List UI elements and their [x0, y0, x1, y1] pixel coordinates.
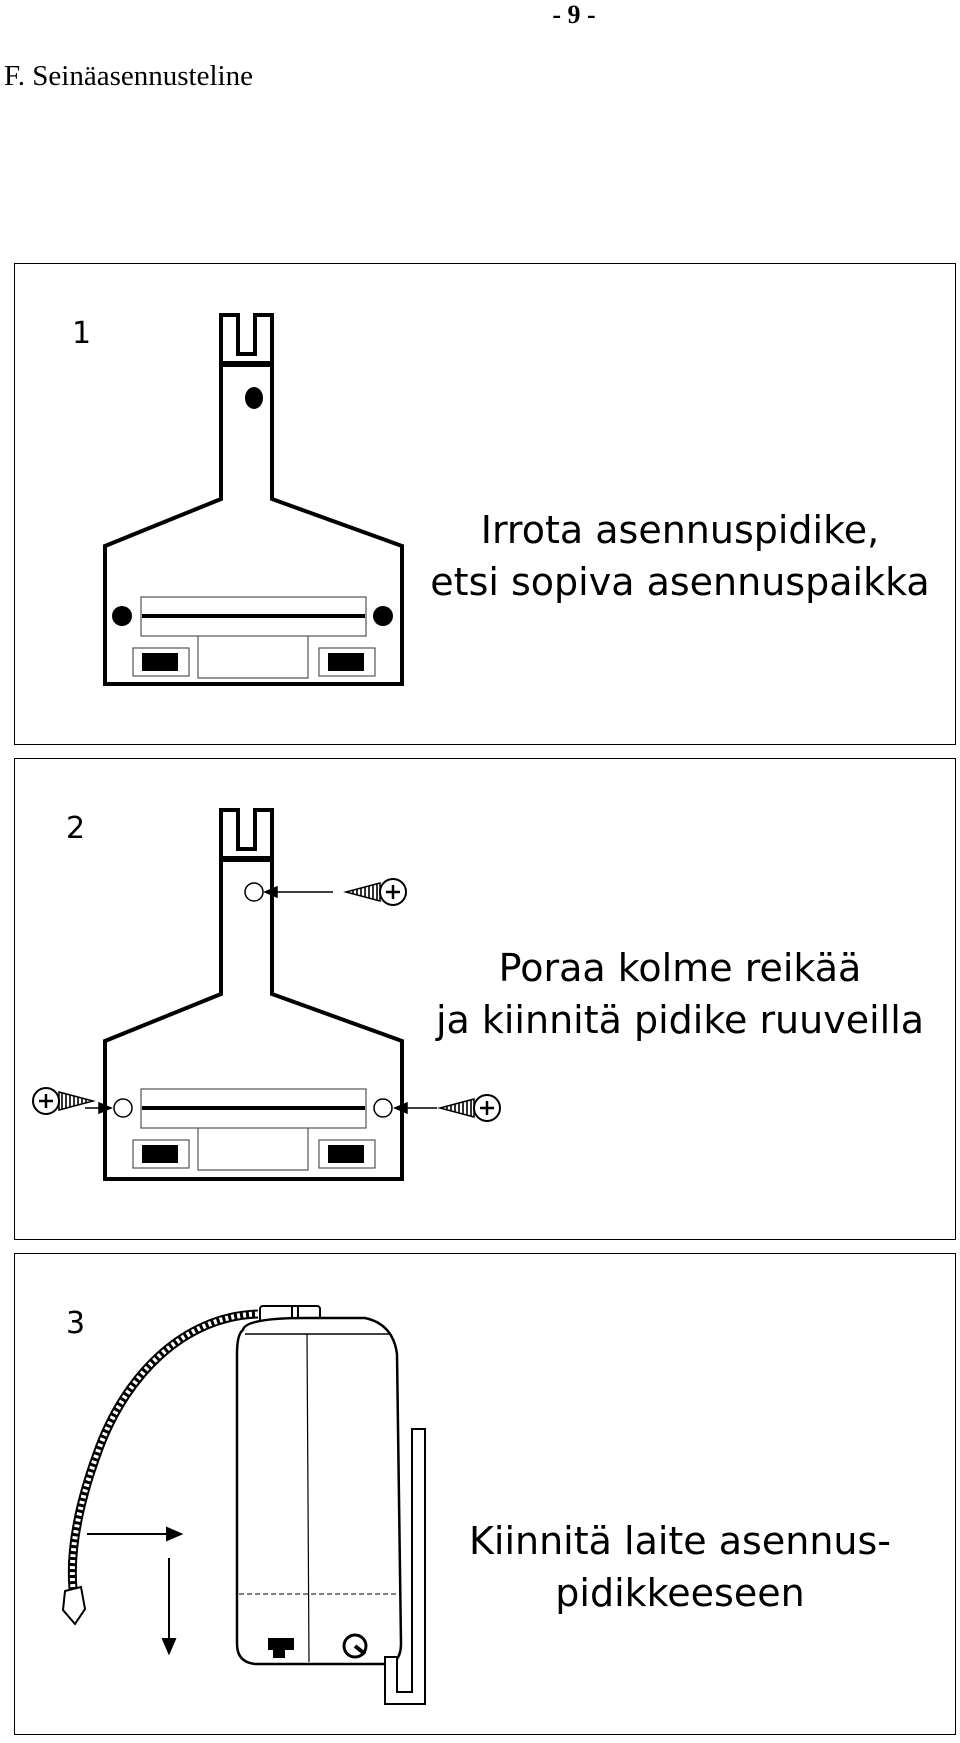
bracket-hole-top	[245, 387, 263, 409]
step-3-caption: Kiinnitä laite asennus- pidikkeeseen	[415, 1515, 945, 1619]
drill-hole-top	[244, 882, 264, 902]
step-2-caption-line-1: Poraa kolme reikää	[498, 946, 862, 990]
drill-hole-right	[373, 1098, 393, 1118]
bracket-clip-right-fill	[328, 653, 364, 671]
bracket-clip-right-fill	[328, 1145, 364, 1163]
page-number: - 9 -	[552, 0, 596, 29]
bracket-clip-right	[318, 647, 376, 677]
bracket-clip-left-fill	[142, 653, 178, 671]
step-3-caption-line-1: Kiinnitä laite asennus-	[468, 1519, 891, 1563]
step-1-number: 1	[72, 316, 92, 351]
step-3-caption-line-2: pidikkeeseen	[555, 1571, 805, 1615]
step-1-caption: Irrota asennuspidike, etsi sopiva asennu…	[415, 504, 945, 608]
bracket-clip-left	[132, 1139, 190, 1169]
bracket-recess	[197, 636, 309, 679]
screw-top-icon	[344, 877, 408, 907]
step-1-panel: 1 Irrota asennuspidike, etsi sopiva asen…	[14, 263, 956, 745]
bracket-hole-left	[112, 606, 132, 626]
step-1-caption-line-2: etsi sopiva asennuspaikka	[430, 560, 930, 604]
bracket-outline	[103, 313, 404, 686]
device-body	[235, 1316, 403, 1666]
step-2-panel: 2	[14, 758, 956, 1240]
bracket-hole-right	[373, 606, 393, 626]
wall-bracket	[384, 1428, 426, 1705]
cord-plug	[61, 1585, 87, 1626]
drill-hole-left	[113, 1098, 133, 1118]
step-3-panel: 3 Kiinnitä laite asennus- pidikkeeseen	[14, 1253, 956, 1735]
device-mounting-illustration	[61, 1305, 426, 1705]
step-1-caption-line-1: Irrota asennuspidike,	[480, 508, 880, 552]
screw-left-icon	[31, 1086, 95, 1116]
bracket-slot	[140, 1088, 367, 1129]
bracket-screws-illustration	[31, 808, 502, 1181]
mounting-bracket-illustration	[103, 313, 404, 686]
device-switch	[268, 1638, 294, 1650]
bracket-slot	[140, 596, 367, 637]
screw-right-icon	[438, 1093, 502, 1123]
step-2-caption-line-2: ja kiinnitä pidike ruuveilla	[435, 998, 925, 1042]
step-2-number: 2	[66, 811, 86, 846]
bracket-clip-right	[318, 1139, 376, 1169]
step-3-number: 3	[66, 1306, 86, 1341]
bracket-outline	[103, 808, 404, 1181]
bracket-clip-left	[132, 647, 190, 677]
step-2-caption: Poraa kolme reikää ja kiinnitä pidike ru…	[415, 942, 945, 1046]
bracket-recess	[197, 1128, 309, 1171]
bracket-clip-left-fill	[142, 1145, 178, 1163]
section-title: F. Seinäasennusteline	[4, 60, 253, 92]
